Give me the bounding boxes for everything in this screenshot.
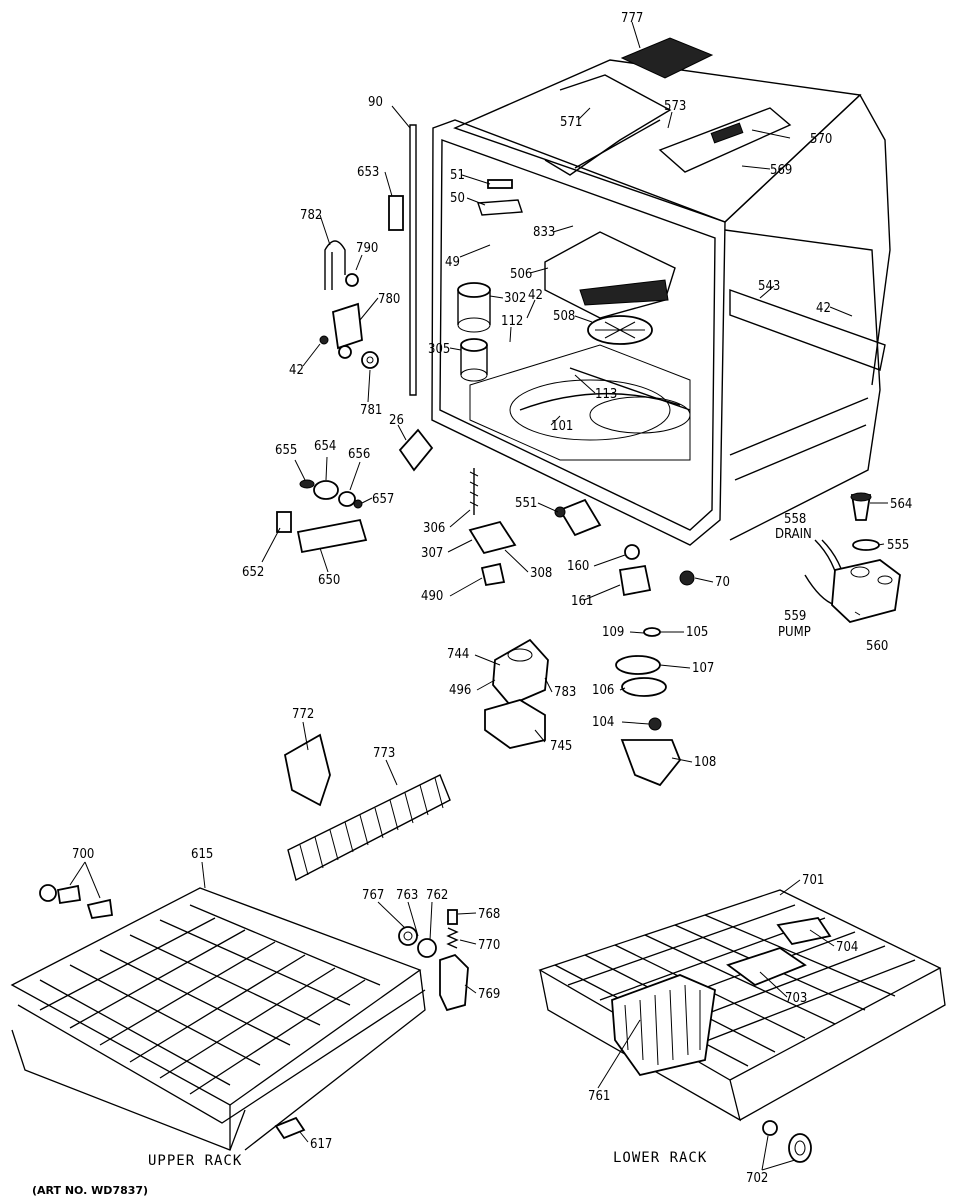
- callout-767: 767: [362, 888, 384, 903]
- callout-305: 305: [428, 342, 450, 357]
- callout-559: 559: [784, 609, 806, 624]
- callout-508: 508: [553, 309, 575, 324]
- callout-700: 700: [72, 847, 94, 862]
- callout-777: 777: [621, 11, 643, 26]
- callout-656: 656: [348, 447, 370, 462]
- leader-lines: [69, 21, 888, 1171]
- callout-653: 653: [357, 165, 379, 180]
- callout-42-center: 42: [528, 288, 543, 303]
- callout-763: 763: [396, 888, 418, 903]
- callout-772: 772: [292, 707, 314, 722]
- rack-rails: [283, 733, 451, 882]
- callout-702: 702: [746, 1171, 768, 1186]
- callout-42-right: 42: [816, 301, 831, 316]
- callout-569: 569: [770, 163, 792, 178]
- art-number: (ART NO. WD7837): [32, 1184, 148, 1197]
- callout-761: 761: [588, 1089, 610, 1104]
- callout-650: 650: [318, 573, 340, 588]
- callout-26: 26: [389, 413, 404, 428]
- callout-570: 570: [810, 132, 832, 147]
- callout-490: 490: [421, 589, 443, 604]
- callout-113: 113: [595, 387, 617, 402]
- callout-109: 109: [602, 625, 624, 640]
- callout-112: 112: [501, 314, 523, 329]
- callout-90: 90: [368, 95, 383, 110]
- callout-70: 70: [715, 575, 730, 590]
- callout-496: 496: [449, 683, 471, 698]
- callout-104: 104: [592, 715, 614, 730]
- callout-51: 51: [450, 168, 465, 183]
- callout-107: 107: [692, 661, 714, 676]
- callout-555: 555: [887, 538, 909, 553]
- callout-615: 615: [191, 847, 213, 862]
- callout-769: 769: [478, 987, 500, 1002]
- callout-labels: 777 571 573 570 569 90 653 782 790 780 4…: [72, 11, 912, 1186]
- callout-543: 543: [758, 279, 780, 294]
- callout-652: 652: [242, 565, 264, 580]
- pump-parts: [804, 492, 901, 623]
- callout-551: 551: [515, 496, 537, 511]
- lower-rack: [538, 889, 946, 1163]
- upper-rack: [10, 884, 426, 1151]
- door-parts: [276, 124, 695, 597]
- callout-571: 571: [560, 115, 582, 130]
- caption-lower-rack: LOWER RACK: [613, 1150, 707, 1166]
- callout-558-drain: DRAIN: [775, 527, 812, 542]
- rack-adjuster-parts: [398, 909, 469, 1012]
- callout-744: 744: [447, 647, 469, 662]
- callout-657: 657: [372, 492, 394, 507]
- callout-655: 655: [275, 443, 297, 458]
- callout-108: 108: [694, 755, 716, 770]
- callout-564: 564: [890, 497, 912, 512]
- callout-308: 308: [530, 566, 552, 581]
- callout-762: 762: [426, 888, 448, 903]
- tub-assembly: [431, 37, 891, 546]
- valve-and-motor-parts: [484, 627, 682, 787]
- callout-42-left: 42: [289, 363, 304, 378]
- callout-617: 617: [310, 1137, 332, 1152]
- callout-833: 833: [533, 225, 555, 240]
- callout-703: 703: [785, 991, 807, 1006]
- callout-782: 782: [300, 208, 322, 223]
- callout-780: 780: [378, 292, 400, 307]
- callout-745: 745: [550, 739, 572, 754]
- callout-768: 768: [478, 907, 500, 922]
- callout-654: 654: [314, 439, 336, 454]
- callout-701: 701: [802, 873, 824, 888]
- callout-790: 790: [356, 241, 378, 256]
- callout-783: 783: [554, 685, 576, 700]
- callout-773: 773: [373, 746, 395, 761]
- callout-573: 573: [664, 99, 686, 114]
- callout-506: 506: [510, 267, 532, 282]
- callout-50: 50: [450, 191, 465, 206]
- callout-558: 558: [784, 512, 806, 527]
- callout-105: 105: [686, 625, 708, 640]
- caption-upper-rack: UPPER RACK: [148, 1153, 242, 1169]
- callout-560: 560: [866, 639, 888, 654]
- callout-302: 302: [504, 291, 526, 306]
- callout-307: 307: [421, 546, 443, 561]
- callout-161: 161: [571, 594, 593, 609]
- callout-49: 49: [445, 255, 460, 270]
- callout-781: 781: [360, 403, 382, 418]
- callout-101: 101: [551, 419, 573, 434]
- callout-106: 106: [592, 683, 614, 698]
- callout-559-pump: PUMP: [778, 625, 811, 640]
- callout-306: 306: [423, 521, 445, 536]
- callout-704: 704: [836, 940, 858, 955]
- callout-770: 770: [478, 938, 500, 953]
- callout-160: 160: [567, 559, 589, 574]
